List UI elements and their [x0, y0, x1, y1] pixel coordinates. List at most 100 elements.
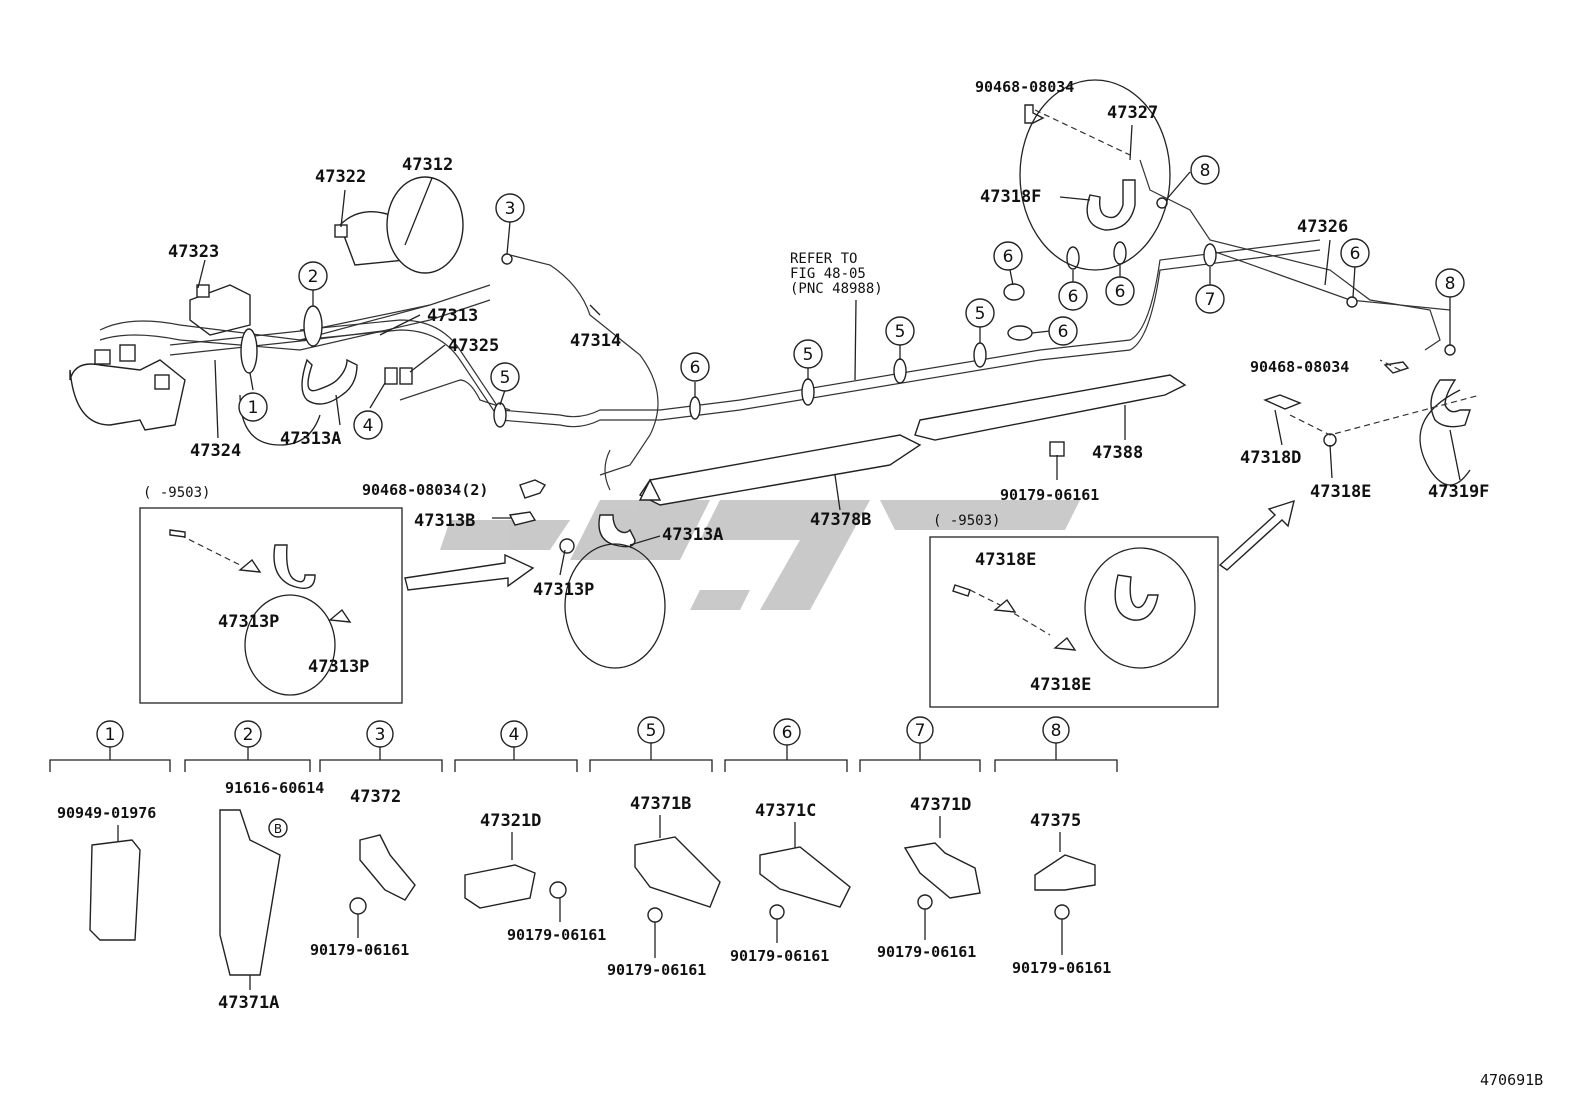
callout-circle-6: 6 [1105, 276, 1135, 306]
label-90179-06161: 90179-06161 [1000, 486, 1099, 504]
label-47319F: 47319F [1428, 482, 1489, 502]
figure-id: 470691B [1480, 1071, 1543, 1089]
label-90468-08034-right: 90468-08034 [1250, 358, 1349, 376]
inset-box-left [139, 507, 403, 704]
svg-text:6: 6 [1350, 244, 1361, 264]
refer-line-1: REFER TO [790, 251, 857, 267]
inset-box-right [929, 536, 1219, 708]
legend-group-3: 3 47372 90179-06161 [310, 720, 443, 959]
legend-2-part-1: 91616-60614 [225, 779, 324, 797]
abs-actuator [69, 344, 186, 431]
label-47313: 47313 [427, 306, 478, 326]
inset-label-47318E-2: 47318E [1030, 675, 1091, 695]
label-47318E: 47318E [1310, 482, 1371, 502]
label-47318F: 47318F [980, 187, 1041, 207]
inset-label-47313P-2: 47313P [308, 657, 369, 677]
callout-circle-5: 5 [885, 316, 915, 346]
label-47313A: 47313A [280, 429, 341, 449]
callout-circle-6: 6 [993, 241, 1023, 271]
svg-text:5: 5 [500, 368, 511, 388]
label-47318D: 47318D [1240, 448, 1301, 468]
label-47322: 47322 [315, 167, 366, 187]
svg-text:5: 5 [803, 345, 814, 365]
callout-circle-5: 5 [965, 298, 995, 328]
label-47378B: 47378B [810, 510, 871, 530]
label-47323: 47323 [168, 242, 219, 262]
callout-circle-5: 5 [490, 362, 520, 392]
legend-group-1: 1 90949-01976 [49, 720, 171, 941]
callout-circle-8: 8 [1190, 155, 1220, 185]
svg-text:4: 4 [509, 725, 520, 745]
svg-text:4: 4 [363, 416, 374, 436]
legend-2-part-2: 47371A [218, 993, 279, 1013]
label-47327: 47327 [1107, 103, 1158, 123]
legend-group-8: 8 47375 90179-06161 [994, 716, 1118, 977]
legend-5-part-1: 47371B [630, 794, 691, 814]
callout-circle-1: 1 [238, 392, 268, 422]
svg-text:6: 6 [1003, 247, 1014, 267]
svg-text:5: 5 [646, 721, 657, 741]
callout-circle-6: 6 [1058, 281, 1088, 311]
svg-text:2: 2 [308, 267, 319, 287]
label-47313P: 47313P [533, 580, 594, 600]
svg-text:6: 6 [1058, 322, 1069, 342]
legend-group-7: 7 47371D 90179-06161 [859, 716, 981, 961]
svg-text:7: 7 [1205, 290, 1216, 310]
svg-text:8: 8 [1200, 161, 1211, 181]
callout-circle-7: 7 [1195, 284, 1225, 314]
legend-6-part-1: 47371C [755, 801, 816, 821]
svg-text:8: 8 [1051, 721, 1062, 741]
legend-3-part-2: 90179-06161 [310, 941, 409, 959]
svg-text:5: 5 [975, 304, 986, 324]
label-47325: 47325 [448, 336, 499, 356]
legend-7-part-2: 90179-06161 [877, 943, 976, 961]
inset-left-range: ( -9503) [143, 485, 210, 501]
svg-text:6: 6 [1115, 282, 1126, 302]
brake-tube-bundle [99, 159, 1451, 491]
label-47326: 47326 [1297, 217, 1348, 237]
callout-circle-5: 5 [793, 339, 823, 369]
legend-7-part-1: 47371D [910, 795, 971, 815]
inset-label-47313P-1: 47313P [218, 612, 279, 632]
legend-8-part-2: 90179-06161 [1012, 959, 1111, 977]
svg-text:6: 6 [1068, 287, 1079, 307]
legend-group-6: 6 47371C 90179-06161 [724, 718, 851, 965]
callout-circle-4: 4 [353, 410, 383, 440]
legend-3-part-1: 47372 [350, 787, 401, 807]
inset-right-range: ( -9503) [933, 513, 1000, 529]
svg-text:2: 2 [243, 725, 254, 745]
label-47313B: 47313B [414, 511, 475, 531]
label-47388: 47388 [1092, 443, 1143, 463]
svg-text:6: 6 [782, 723, 793, 743]
callout-circle-6: 6 [680, 352, 710, 382]
callout-circle-3: 3 [495, 193, 525, 223]
inset-left-parts [169, 529, 352, 623]
svg-text:3: 3 [505, 199, 516, 219]
legend-group-4: 4 47321D 90179-06161 [454, 720, 606, 944]
callout-circle-6: 6 [1340, 238, 1370, 268]
bracket-47378B [638, 434, 922, 506]
inset-right-parts [952, 574, 1159, 651]
label-47313A-2: 47313A [662, 525, 723, 545]
legend-group-5: 5 47371B 90179-06161 [589, 716, 721, 979]
svg-text:1: 1 [248, 398, 259, 418]
leader-lines [197, 124, 1461, 576]
legend-1-part-1: 90949-01976 [57, 804, 156, 822]
svg-text:5: 5 [895, 322, 906, 342]
fittings [196, 104, 1410, 554]
legend-4-part-1: 47321D [480, 811, 541, 831]
svg-text:1: 1 [105, 725, 116, 745]
legend-6-part-2: 90179-06161 [730, 947, 829, 965]
refer-line-3: (PNC 48988) [790, 281, 883, 297]
refer-line-2: FIG 48-05 [790, 266, 866, 282]
legend-8-part-1: 47375 [1030, 811, 1081, 831]
legend-4-part-2: 90179-06161 [507, 926, 606, 944]
callout-circle-8: 8 [1435, 268, 1465, 298]
label-47314: 47314 [570, 331, 621, 351]
pointer-arrows [404, 499, 1295, 591]
callout-circle-6: 6 [1048, 316, 1078, 346]
master-cylinder [189, 176, 464, 336]
label-90468-08034-top: 90468-08034 [975, 78, 1074, 96]
